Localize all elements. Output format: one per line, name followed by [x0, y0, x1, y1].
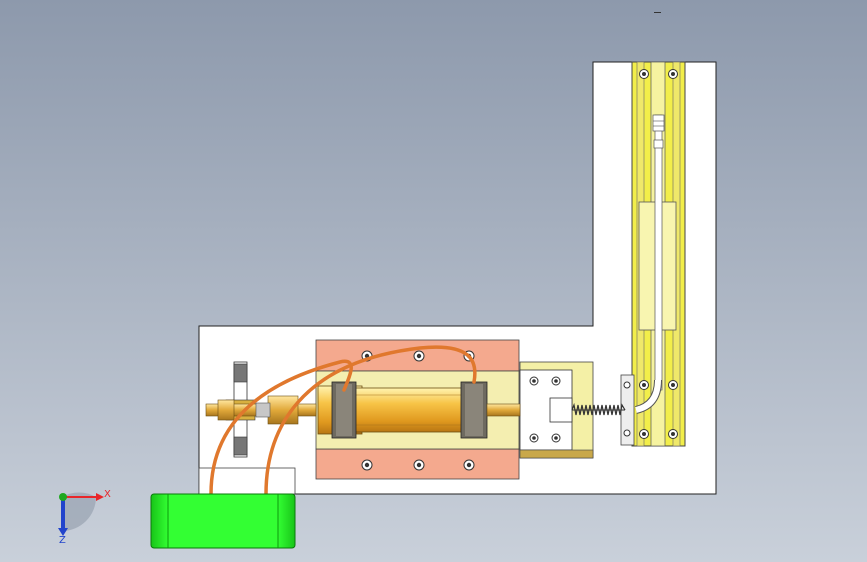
z-axis-arrow-icon: [58, 497, 68, 536]
mount-hole: [361, 459, 373, 471]
y-axis-dot-icon: [59, 493, 67, 501]
compression-spring: [571, 402, 626, 416]
rail-hole: [668, 380, 678, 390]
rail-hole: [668, 69, 678, 79]
rail-hole: [639, 380, 649, 390]
rail-hole: [639, 429, 649, 439]
mount-hole: [413, 350, 425, 362]
rail-hole: [639, 69, 649, 79]
spring-guide-block[interactable]: [519, 361, 594, 459]
x-axis-arrow-icon: [63, 493, 104, 501]
rail-tube-cap: [652, 114, 665, 132]
air-hoses: [209, 345, 477, 496]
axis-triad: X Z: [58, 489, 111, 546]
hose-right: [264, 345, 477, 496]
hose-left: [209, 359, 353, 496]
plate-notch: [198, 467, 296, 495]
mount-hole: [463, 459, 475, 471]
x-axis-label: X: [104, 489, 111, 500]
window-minimize-mark: [654, 12, 661, 13]
rail-tube-collar: [653, 139, 664, 149]
z-axis-label: Z: [59, 535, 66, 546]
green-valve-block[interactable]: [150, 493, 296, 549]
rail-tube: [654, 114, 663, 391]
mount-hole: [413, 459, 425, 471]
air-cylinder[interactable]: [317, 381, 521, 439]
triad-shadow: [62, 492, 96, 531]
rail-hole: [668, 429, 678, 439]
